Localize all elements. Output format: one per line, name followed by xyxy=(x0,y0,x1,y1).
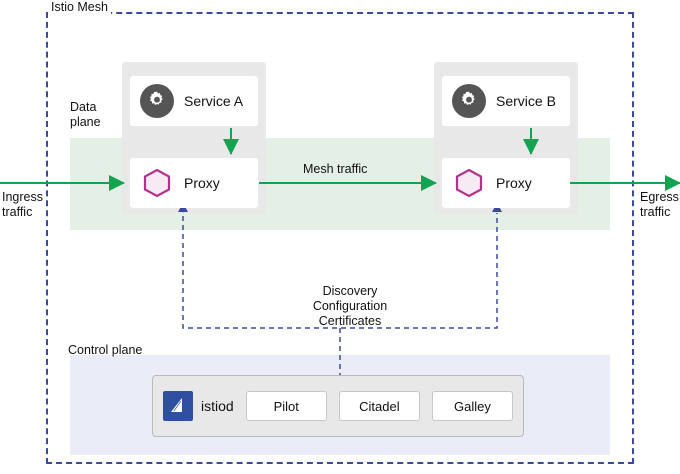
discovery-config-certificates-label: Discovery Configuration Certificates xyxy=(290,284,410,329)
proxy-a-label: Proxy xyxy=(184,175,220,191)
service-b-card[interactable]: Service B xyxy=(442,76,570,126)
istio-sail-icon xyxy=(163,391,193,421)
gear-icon xyxy=(452,84,486,118)
istiod-card[interactable]: istiod Pilot Citadel Galley xyxy=(152,375,524,437)
proxy-b-card[interactable]: Proxy xyxy=(442,158,570,208)
ingress-traffic-label: Ingress traffic xyxy=(2,190,54,220)
gear-icon xyxy=(140,84,174,118)
component-citadel[interactable]: Citadel xyxy=(338,391,420,421)
hexagon-icon xyxy=(452,166,486,200)
control-plane-label: Control plane xyxy=(68,343,143,357)
service-a-label: Service A xyxy=(184,93,244,109)
service-b-label: Service B xyxy=(496,93,556,109)
data-plane-label: Data plane xyxy=(70,100,122,130)
istiod-label: istiod xyxy=(201,398,234,414)
egress-traffic-label: Egress traffic xyxy=(640,190,680,220)
data-plane-label-line1: Data xyxy=(70,100,97,114)
service-a-card[interactable]: Service A xyxy=(130,76,258,126)
mesh-label: Istio Mesh xyxy=(48,0,111,14)
discovery-line: Discovery xyxy=(322,284,378,298)
data-plane-label-line2: plane xyxy=(70,115,101,129)
proxy-b-label: Proxy xyxy=(496,175,532,191)
istio-mesh-boundary xyxy=(46,12,634,464)
certificates-line: Certificates xyxy=(318,314,382,328)
configuration-line: Configuration xyxy=(312,299,388,313)
mesh-traffic-label: Mesh traffic xyxy=(303,162,368,176)
hexagon-icon xyxy=(140,166,174,200)
ingress-traffic-line1: Ingress xyxy=(2,190,43,204)
component-galley[interactable]: Galley xyxy=(431,391,514,421)
ingress-traffic-line2: traffic xyxy=(2,205,33,219)
egress-traffic-line2: traffic xyxy=(640,205,671,219)
egress-traffic-line1: Egress xyxy=(640,190,679,204)
component-pilot[interactable]: Pilot xyxy=(245,391,327,421)
proxy-a-card[interactable]: Proxy xyxy=(130,158,258,208)
